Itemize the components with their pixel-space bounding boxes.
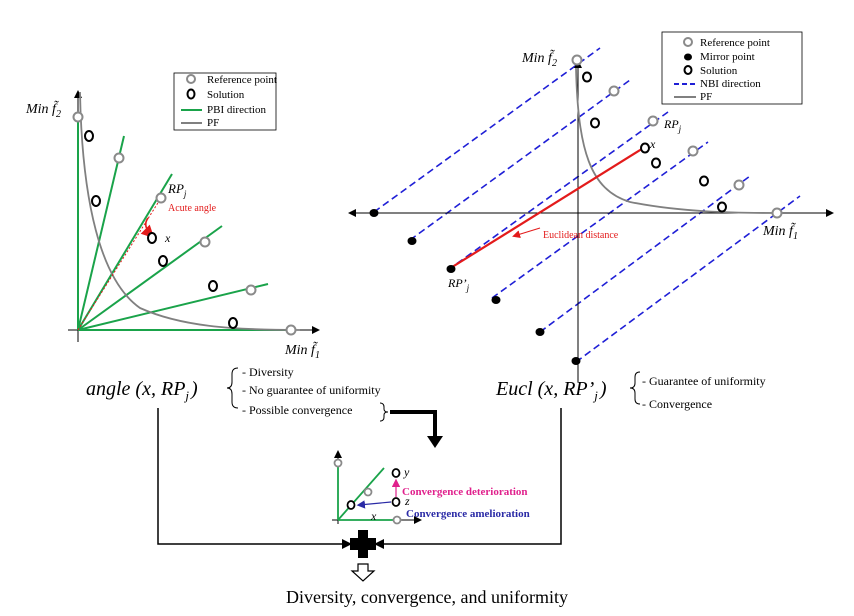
right-legend: Reference point Mirror point Solution NB… (661, 31, 803, 105)
euclidean-distance-label: Euclidean distance (543, 230, 619, 241)
angle-left-brace (226, 367, 239, 409)
mini-solution-x (346, 500, 356, 510)
angle-formula: angle (x, RPj) (86, 378, 198, 403)
mini-x-label: x (370, 509, 377, 523)
left-solutions (84, 130, 238, 329)
euclidean-distance-line (448, 146, 646, 270)
flow-arrows (157, 408, 562, 582)
right-legend-mirror-point: Mirror point (700, 51, 755, 63)
left-rp-dotted-line (77, 197, 162, 331)
right-y-label: Min f̃2 (521, 49, 557, 69)
right-x-point-label: x (649, 137, 656, 151)
right-pf-curve (575, 67, 781, 214)
left-panel: Min f̃2 Min f̃1 RPj Acute angle x Refere… (25, 72, 320, 361)
left-x-label: Min f̃1 (284, 341, 320, 361)
angle-formula-block: angle (x, RPj) - Diversity - No guarante… (86, 365, 389, 422)
right-legend-solution: Solution (700, 65, 738, 77)
left-y-label: Min f̃2 (25, 100, 61, 120)
left-legend-pf: PF (207, 117, 219, 129)
angle-item-uniformity: - No guarantee of uniformity (242, 383, 381, 397)
right-solutions (582, 71, 727, 213)
left-legend-solution: Solution (207, 89, 245, 101)
right-x-label: Min f̃1 (762, 222, 798, 242)
left-rp-label: RPj (167, 181, 187, 199)
legend-reference-point-icon (186, 74, 196, 84)
eucl-item-uniformity: - Guarantee of uniformity (642, 374, 766, 388)
eucl-left-brace (629, 371, 641, 405)
legend-mirror-point-icon (684, 53, 692, 61)
legend-solution-icon (186, 88, 196, 100)
mini-pbi-lines (337, 462, 398, 521)
left-flow-line (157, 408, 344, 545)
left-legend-pbi: PBI direction (207, 104, 266, 116)
eucl-formula: Eucl (x, RP’j) (495, 378, 607, 403)
right-panel: Min f̃2 Min f̃1 RPj x Euclidean distance… (348, 31, 834, 382)
left-reference-points (72, 111, 297, 336)
angle-item-convergence: - Possible convergence (242, 403, 352, 417)
legend-solution-icon (683, 65, 693, 75)
left-x-point-label: x (164, 231, 171, 245)
right-legend-pf: PF (700, 91, 712, 103)
mini-solution-z (391, 497, 401, 507)
legend-reference-point-icon (683, 37, 693, 47)
right-flow-line (382, 408, 562, 545)
pbi-direction-lines (77, 118, 292, 331)
mini-panel: y z x Convergence deterioration Converge… (332, 450, 530, 525)
convergence-right-brace (379, 402, 389, 422)
mini-y-label: y (403, 465, 410, 479)
down-arrow-icon (350, 563, 376, 582)
left-legend-reference-point: Reference point (207, 74, 277, 86)
right-legend-nbi: NBI direction (700, 78, 761, 90)
conclusion-text: Diversity, convergence, and uniformity (286, 587, 568, 607)
amelioration-arrow (356, 500, 392, 509)
amelioration-label: Convergence amelioration (406, 508, 530, 520)
eucl-formula-block: Eucl (x, RP’j) - Guarantee of uniformity… (495, 371, 766, 411)
right-mirror-points (369, 209, 581, 365)
plus-combine-icon (350, 530, 376, 558)
eucl-item-convergence: - Convergence (642, 397, 712, 411)
angle-item-diversity: - Diversity (242, 365, 294, 379)
mini-solution-y (391, 468, 401, 478)
deterioration-label: Convergence deterioration (402, 486, 528, 498)
left-legend: Reference point Solution PBI direction P… (173, 72, 277, 131)
right-legend-reference-point: Reference point (700, 37, 770, 49)
acute-angle-label: Acute angle (168, 203, 217, 214)
right-reference-points (571, 54, 783, 219)
euclidean-distance-pointer (512, 227, 541, 239)
right-rp-label: RPj (663, 117, 682, 134)
mini-z-label: z (404, 494, 410, 508)
right-rp-mirror-label: RP’j (447, 276, 470, 293)
to-mini-panel-arrow (390, 410, 437, 438)
